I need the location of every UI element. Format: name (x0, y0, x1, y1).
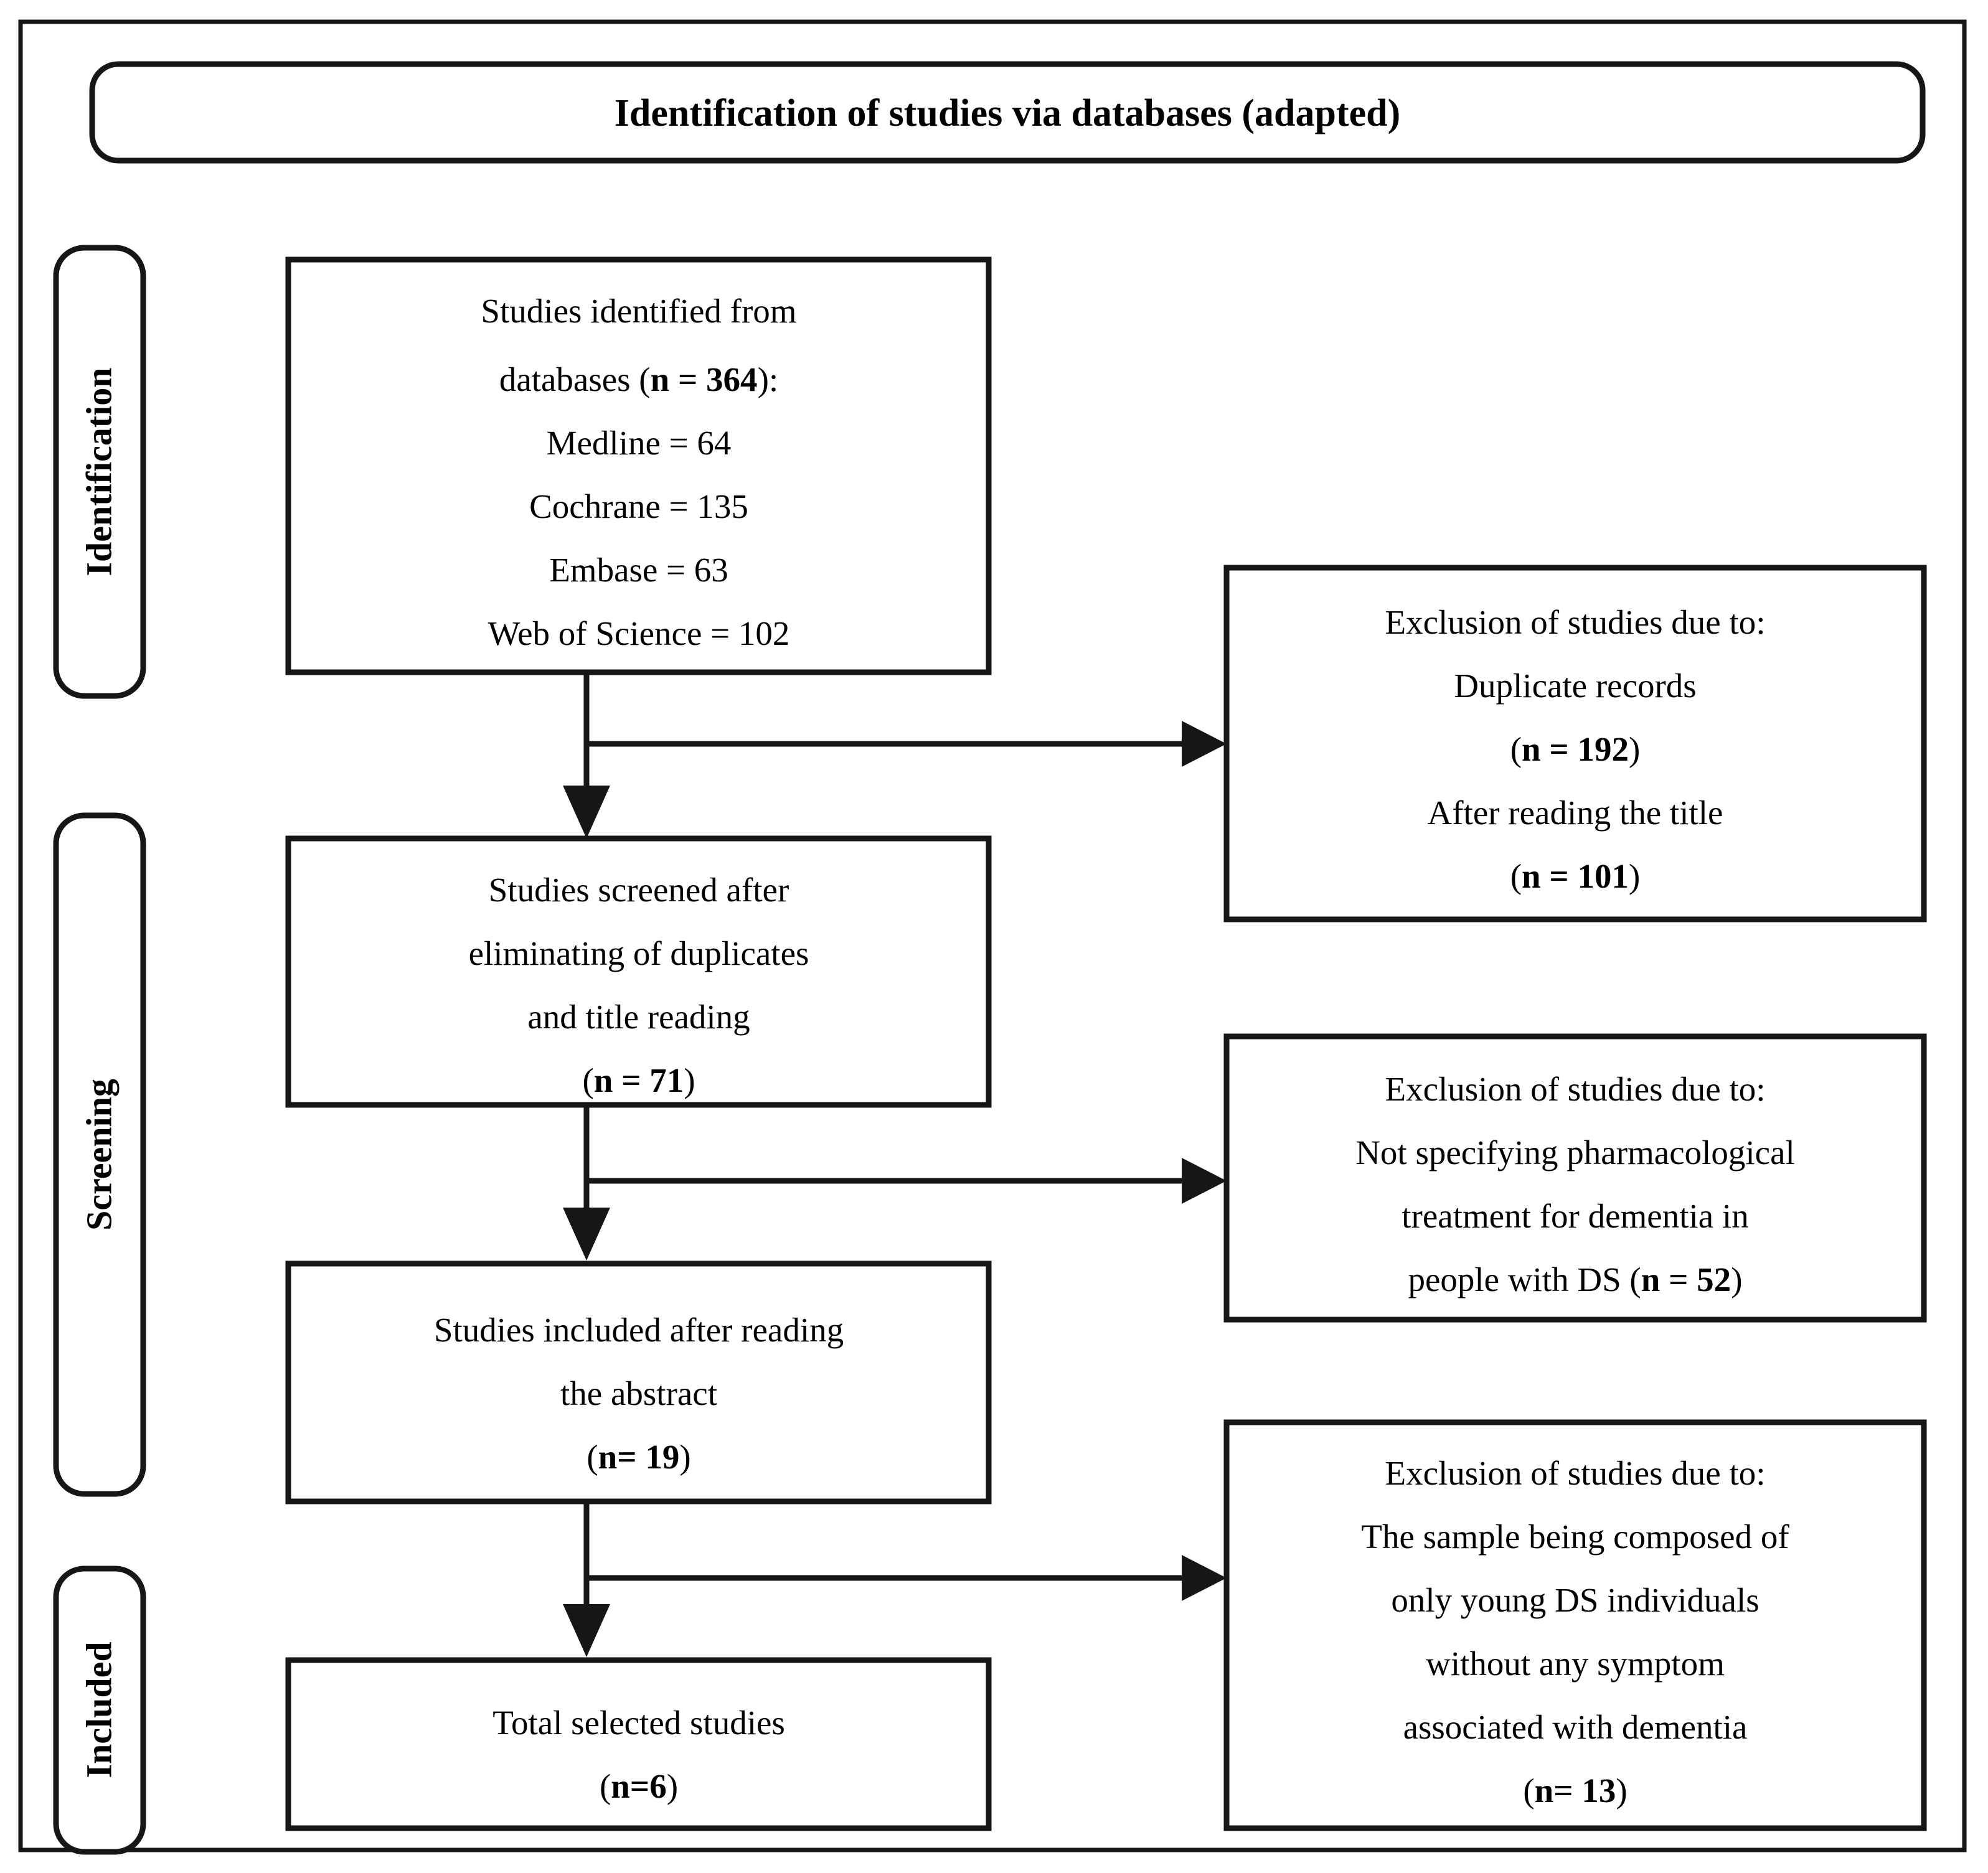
box-line: databases (n = 364): (499, 360, 778, 398)
stage-label-identification: Identification (78, 367, 119, 576)
box-line: the abstract (560, 1374, 717, 1412)
stage-rail-identification (53, 245, 146, 699)
box-studies-identified-text: Studies identified from databases (n = 3… (481, 292, 796, 652)
box-line: The sample being composed of (1361, 1518, 1789, 1556)
box-line: Embase = 63 (549, 551, 728, 589)
connector-identified-to-exclusion-1 (587, 721, 1227, 767)
connector-abstract-to-exclusion-3 (587, 1555, 1227, 1601)
box-studies-included-abstract-text: Studies included after reading the abstr… (434, 1311, 844, 1476)
arrow-head-right-2 (1182, 1158, 1227, 1204)
box-line: Not specifying pharmacological (1355, 1134, 1795, 1171)
box-line: (n= 13) (1523, 1772, 1627, 1810)
title-banner (89, 61, 1926, 164)
box-studies-identified (285, 256, 992, 675)
box-line: and title reading (527, 998, 750, 1036)
box-exclusion-young-ds (1223, 1419, 1927, 1831)
connector-identified-to-screened (563, 674, 610, 838)
box-line: Studies identified from (481, 292, 796, 330)
arrow-head-right-1 (1182, 721, 1227, 767)
arrow-head-down-2 (563, 1208, 610, 1260)
box-exclusion-young-ds-text: Exclusion of studies due to: The sample … (1361, 1454, 1789, 1810)
arrow-head-down-3 (563, 1604, 610, 1657)
box-line: Web of Science = 102 (488, 614, 790, 652)
box-line: Medline = 64 (547, 424, 732, 462)
stage-rail-screening (53, 812, 146, 1497)
box-line: without any symptom (1426, 1645, 1725, 1683)
box-line: treatment for dementia in (1401, 1197, 1748, 1235)
box-line: Exclusion of studies due to: (1385, 1454, 1765, 1492)
box-line: only young DS individuals (1391, 1581, 1759, 1619)
box-line: (n= 19) (587, 1438, 690, 1476)
box-line: Exclusion of studies due to: (1385, 1070, 1765, 1108)
connector-screened-to-abstract (563, 1105, 610, 1260)
box-line: (n=6) (600, 1767, 678, 1805)
box-line: associated with dementia (1403, 1708, 1748, 1746)
stage-rail-included (53, 1566, 146, 1855)
stage-label-screening: Screening (78, 1079, 119, 1231)
box-total-selected-text: Total selected studies (n=6) (492, 1704, 785, 1805)
box-line: Total selected studies (492, 1704, 785, 1742)
arrow-head-down-1 (563, 786, 610, 838)
box-line: Studies screened after (489, 871, 789, 909)
box-line: Exclusion of studies due to: (1385, 603, 1765, 641)
box-total-selected (285, 1657, 992, 1831)
box-exclusion-duplicates (1223, 565, 1927, 922)
page-title: Identification of studies via databases … (615, 92, 1401, 134)
box-exclusion-not-specifying-text: Exclusion of studies due to: Not specify… (1355, 1070, 1795, 1298)
box-studies-included-abstract (285, 1260, 992, 1505)
box-exclusion-duplicates-text: Exclusion of studies due to: Duplicate r… (1385, 603, 1765, 895)
box-line: people with DS (n = 52) (1408, 1260, 1742, 1298)
box-line: (n = 71) (582, 1061, 695, 1099)
stage-label-included: Included (78, 1641, 119, 1778)
box-line: eliminating of duplicates (469, 934, 809, 972)
box-line: After reading the title (1428, 794, 1723, 832)
box-studies-screened (285, 835, 992, 1108)
box-line: Cochrane = 135 (529, 487, 748, 525)
connector-abstract-to-total (563, 1501, 610, 1657)
box-line: Duplicate records (1454, 667, 1696, 705)
connector-screened-to-exclusion-2 (587, 1158, 1227, 1204)
box-line: (n = 101) (1510, 857, 1641, 895)
box-exclusion-not-specifying (1223, 1033, 1927, 1323)
box-line: Studies included after reading (434, 1311, 844, 1349)
box-line: (n = 192) (1510, 730, 1641, 768)
box-studies-screened-text: Studies screened after eliminating of du… (469, 871, 809, 1099)
arrow-head-right-3 (1182, 1555, 1227, 1601)
